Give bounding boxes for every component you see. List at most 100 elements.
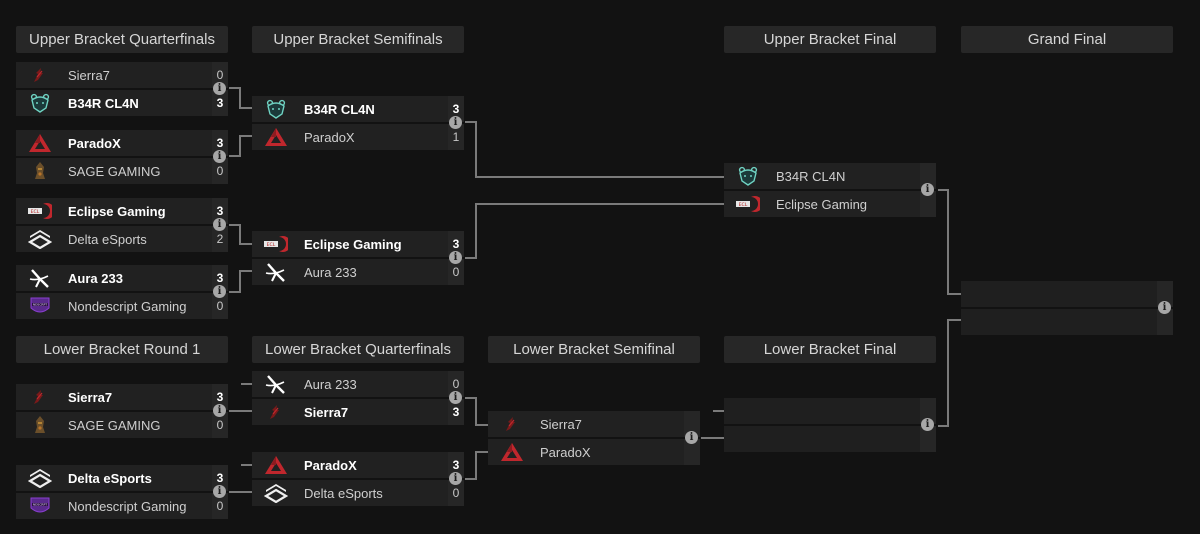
info-icon[interactable]: i bbox=[449, 116, 462, 129]
aura-logo bbox=[264, 374, 288, 394]
eclipse-logo: ECL bbox=[264, 234, 288, 254]
team-name: Delta eSports bbox=[304, 485, 383, 501]
header-upper-quarterfinals: Upper Bracket Quarterfinals bbox=[16, 26, 228, 53]
header-lower-quarterfinals: Lower Bracket Quarterfinals bbox=[252, 336, 464, 363]
team-row[interactable] bbox=[724, 398, 936, 424]
match-info-column: i bbox=[920, 163, 936, 217]
match-info-column: i bbox=[212, 465, 228, 519]
team-row[interactable] bbox=[724, 426, 936, 452]
team-row[interactable]: Sierra7 bbox=[488, 411, 700, 437]
aura-logo bbox=[28, 268, 52, 288]
paradox-logo bbox=[264, 455, 288, 475]
team-row[interactable]: B34R CL4N bbox=[724, 163, 936, 189]
eclipse-logo: ECL bbox=[736, 194, 760, 214]
match-info-column: i bbox=[448, 96, 464, 150]
team-row[interactable] bbox=[961, 281, 1173, 307]
team-score bbox=[1157, 309, 1173, 335]
info-icon[interactable]: i bbox=[213, 150, 226, 163]
team-name: ParadoX bbox=[540, 444, 591, 460]
team-score: 3 bbox=[448, 96, 464, 122]
svg-text:NDSCRPT: NDSCRPT bbox=[33, 503, 47, 507]
match-lb-final[interactable]: i bbox=[724, 398, 936, 452]
team-name: Sierra7 bbox=[68, 389, 113, 405]
team-name: Sierra7 bbox=[68, 67, 110, 83]
info-icon[interactable]: i bbox=[921, 418, 934, 431]
info-icon[interactable]: i bbox=[685, 431, 698, 444]
match-info-column: i bbox=[1157, 281, 1173, 335]
header-grand-final: Grand Final bbox=[961, 26, 1173, 53]
team-name: Aura 233 bbox=[304, 264, 357, 280]
sierra-logo bbox=[28, 65, 52, 85]
bear-logo bbox=[28, 93, 52, 113]
team-score: 0 bbox=[212, 293, 228, 319]
team-row[interactable]: Aura 233 0 bbox=[252, 371, 464, 397]
info-icon[interactable]: i bbox=[213, 485, 226, 498]
team-score: 3 bbox=[212, 384, 228, 410]
match-info-column: i bbox=[448, 231, 464, 285]
match-info-column: i bbox=[920, 398, 936, 452]
team-name: Aura 233 bbox=[304, 376, 357, 392]
team-name: Eclipse Gaming bbox=[304, 236, 402, 252]
info-icon[interactable]: i bbox=[449, 251, 462, 264]
bear-logo bbox=[264, 99, 288, 119]
svg-text:NDSCRPT: NDSCRPT bbox=[33, 303, 47, 307]
team-row[interactable]: ParadoX bbox=[488, 439, 700, 465]
nondescript-logo: NDSCRPT bbox=[28, 496, 52, 516]
team-score: 0 bbox=[448, 371, 464, 397]
info-icon[interactable]: i bbox=[213, 285, 226, 298]
info-icon[interactable]: i bbox=[213, 218, 226, 231]
header-lower-semifinal: Lower Bracket Semifinal bbox=[488, 336, 700, 363]
team-score: 3 bbox=[212, 130, 228, 156]
team-score: 2 bbox=[212, 226, 228, 252]
info-icon[interactable]: i bbox=[921, 183, 934, 196]
info-icon[interactable]: i bbox=[1158, 301, 1171, 314]
info-icon[interactable]: i bbox=[449, 472, 462, 485]
svg-text:ECL: ECL bbox=[267, 242, 276, 248]
team-row[interactable]: Sierra7 3 bbox=[16, 384, 228, 410]
info-icon[interactable]: i bbox=[213, 404, 226, 417]
match-info-column: i bbox=[684, 411, 700, 465]
team-row[interactable] bbox=[961, 309, 1173, 335]
match-info-column: i bbox=[212, 130, 228, 184]
match-grand-final[interactable]: i bbox=[961, 281, 1173, 335]
info-icon[interactable]: i bbox=[449, 391, 462, 404]
info-icon[interactable]: i bbox=[213, 82, 226, 95]
sage-logo bbox=[28, 415, 52, 435]
team-name: B34R CL4N bbox=[776, 168, 846, 184]
paradox-logo bbox=[28, 133, 52, 153]
team-name: SAGE GAMING bbox=[68, 417, 161, 433]
team-score bbox=[920, 163, 936, 189]
